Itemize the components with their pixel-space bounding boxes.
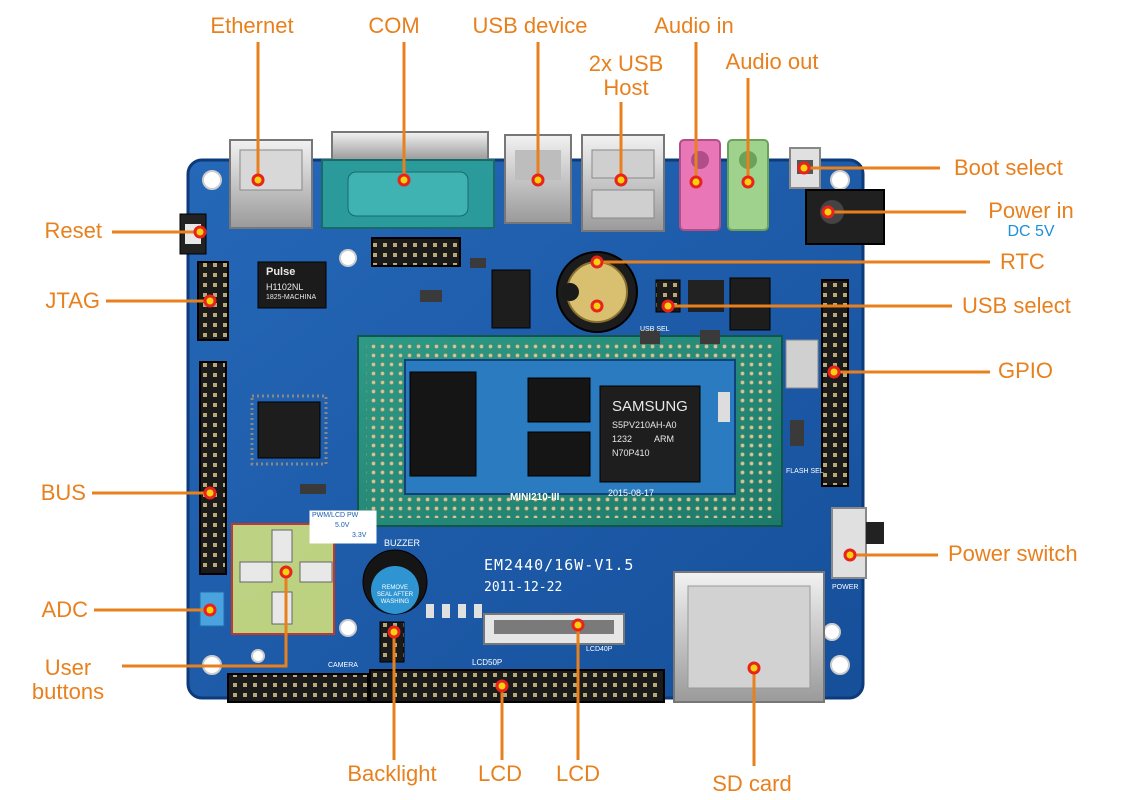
pulse-part: H1102NL (266, 282, 304, 292)
callout-adc: ADC (41, 597, 88, 622)
callout-usb-host: 2x USB Host (588, 51, 664, 100)
usb-sel-label: USB SEL (640, 326, 670, 333)
callout-user-buttons: User buttons (31, 655, 105, 704)
buzzer-sticker: REMOVE SEAL AFTER WASHING (376, 585, 414, 605)
callout-ethernet: Ethernet (210, 13, 294, 38)
callout-audio-out: Audio out (725, 49, 819, 74)
callout-gpio: GPIO (998, 358, 1054, 383)
camera-label: CAMERA (328, 662, 358, 669)
power-jack (805, 189, 885, 245)
callout-reset: Reset (44, 218, 102, 243)
callout-power-in-label: Power in (988, 198, 1074, 223)
callout-lcd-left: LCD (477, 761, 523, 786)
callout-power-switch: Power switch (948, 541, 1078, 566)
lcd50p-header (369, 669, 665, 703)
module-name: MINI210-III (510, 492, 560, 503)
board-model: EM2440/16W-V1.5 (484, 556, 635, 574)
pwm-lcd-label: PWM/LCD PW (312, 512, 359, 519)
lcd40p-label: LCD40P (586, 646, 613, 653)
v33-label: 3.3V (352, 532, 367, 539)
callout-power-in-sub: DC 5V (1007, 223, 1055, 240)
camera-header (227, 673, 369, 703)
pulse-line: 1825-MACHINA (266, 294, 317, 301)
v50-label: 5.0V (335, 522, 350, 529)
callout-usb-device: USB device (472, 13, 588, 38)
bus-header (199, 361, 227, 575)
cpu-brand: SAMSUNG (612, 398, 688, 415)
callout-power-in: Power in DC 5V (988, 199, 1074, 241)
pulse-brand: Pulse (266, 266, 296, 278)
gpio-header (821, 279, 849, 487)
lcd50p-label: LCD50P (472, 658, 503, 667)
cpu-chip (599, 385, 701, 483)
callout-lines (92, 42, 990, 766)
callout-boot-select: Boot select (954, 155, 1063, 180)
module-date: 2015-08-17 (608, 488, 655, 498)
callout-lcd-right: LCD (555, 761, 601, 786)
flash-sel-label: FLASH SEL (786, 468, 824, 475)
cpu-line2: 1232 (612, 434, 633, 444)
buzzer-label: BUZZER (384, 538, 420, 548)
board-date: 2011-12-22 (484, 580, 563, 595)
power-label: POWER (832, 584, 859, 591)
callout-rtc: RTC (1000, 249, 1045, 274)
cpu-line4: N70P410 (612, 448, 650, 458)
cpu-line3: ARM (654, 434, 674, 444)
callout-audio-in: Audio in (654, 13, 734, 38)
callout-jtag: JTAG (45, 288, 100, 313)
callout-com: COM (368, 13, 420, 38)
callout-markers (193, 161, 857, 693)
callout-sd-card: SD card (712, 771, 792, 796)
callout-bus: BUS (40, 480, 86, 505)
power-switch (831, 507, 867, 579)
cpu-part: S5PV210AH-A0 (612, 420, 677, 430)
callout-usb-select: USB select (962, 293, 1071, 318)
callout-backlight: Backlight (347, 761, 437, 786)
